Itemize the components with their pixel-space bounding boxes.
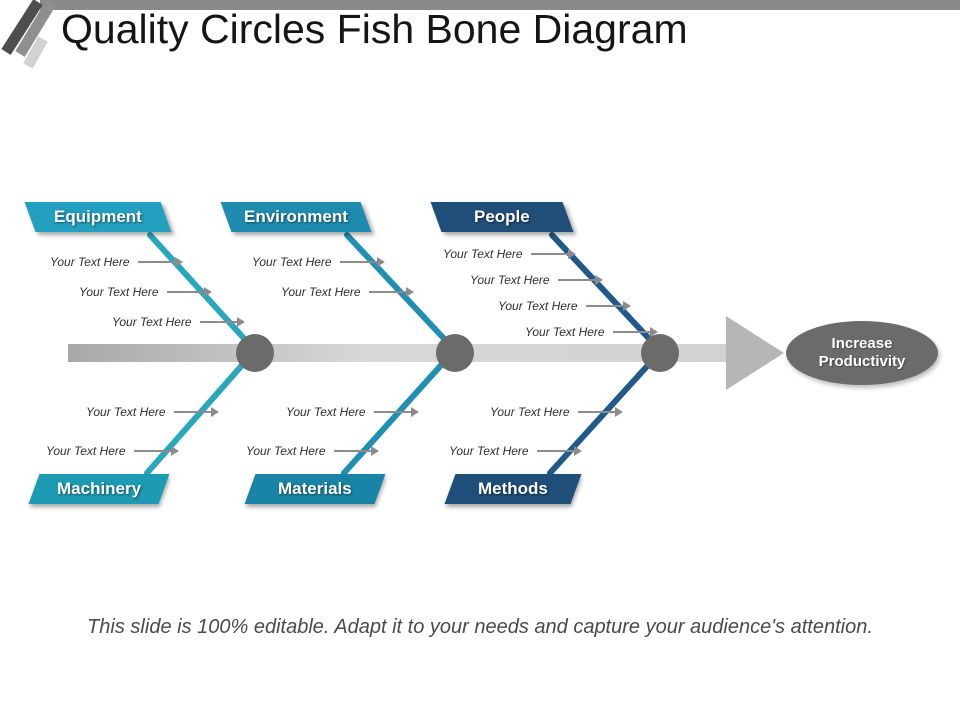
pointer-arrow-icon [339, 257, 385, 267]
placeholder-text: Your Text Here [490, 405, 570, 419]
category-label-text: Equipment [54, 207, 142, 226]
placeholder-text: Your Text Here [498, 299, 578, 313]
text-placeholder: Your Text Here [286, 404, 419, 420]
category-label-text: Environment [244, 207, 348, 226]
category-label-text: People [474, 207, 530, 226]
branch-line-environment [344, 232, 453, 348]
branch-line-equipment [147, 232, 253, 348]
category-label-materials: Materials [244, 474, 386, 504]
placeholder-text: Your Text Here [470, 273, 550, 287]
footer-note: This slide is 100% editable. Adapt it to… [87, 616, 873, 638]
pointer-arrow-icon [612, 327, 658, 337]
pointer-arrow-icon [536, 446, 582, 456]
placeholder-text: Your Text Here [449, 444, 529, 458]
effect-label-line2: Productivity [818, 353, 906, 370]
pointer-arrow-icon [557, 275, 603, 285]
text-placeholder: Your Text Here [449, 443, 582, 459]
junction-node [236, 334, 274, 372]
category-label-people: People [430, 202, 574, 232]
page-title: Quality Circles Fish Bone Diagram [61, 6, 688, 52]
pointer-arrow-icon [373, 407, 419, 417]
pointer-arrow-icon [137, 257, 183, 267]
category-label-machinery: Machinery [28, 474, 170, 504]
placeholder-text: Your Text Here [443, 247, 523, 261]
placeholder-text: Your Text Here [246, 444, 326, 458]
placeholder-text: Your Text Here [281, 285, 361, 299]
text-placeholder: Your Text Here [490, 404, 623, 420]
text-placeholder: Your Text Here [86, 404, 219, 420]
placeholder-text: Your Text Here [50, 255, 130, 269]
pointer-arrow-icon [173, 407, 219, 417]
text-placeholder: Your Text Here [50, 254, 183, 270]
text-placeholder: Your Text Here [46, 443, 179, 459]
spine-arrowhead-icon [726, 316, 784, 390]
effect-label-line1: Increase [831, 334, 893, 352]
branch-line-methods [547, 360, 653, 476]
text-placeholder: Your Text Here [112, 314, 245, 330]
text-placeholder: Your Text Here [79, 284, 212, 300]
text-placeholder: Your Text Here [498, 298, 631, 314]
category-label-equipment: Equipment [24, 202, 172, 232]
pointer-arrow-icon [199, 317, 245, 327]
top-accent-bar [40, 0, 960, 10]
pointer-arrow-icon [585, 301, 631, 311]
pointer-arrow-icon [368, 287, 414, 297]
corner-slash-decoration-icon [1, 0, 56, 69]
text-placeholder: Your Text Here [281, 284, 414, 300]
pointer-arrow-icon [333, 446, 379, 456]
category-label-text: Machinery [56, 479, 142, 498]
category-label-environment: Environment [220, 202, 372, 232]
pointer-arrow-icon [166, 287, 212, 297]
placeholder-text: Your Text Here [79, 285, 159, 299]
placeholder-text: Your Text Here [46, 444, 126, 458]
spine-line [68, 344, 728, 362]
branch-line-machinery [144, 360, 247, 476]
category-label-methods: Methods [444, 474, 582, 504]
junction-node [641, 334, 679, 372]
placeholder-text: Your Text Here [112, 315, 192, 329]
placeholder-text: Your Text Here [525, 325, 605, 339]
placeholder-text: Your Text Here [86, 405, 166, 419]
pointer-arrow-icon [133, 446, 179, 456]
category-label-text: Methods [478, 479, 548, 498]
placeholder-text: Your Text Here [286, 405, 366, 419]
text-placeholder: Your Text Here [246, 443, 379, 459]
placeholder-text: Your Text Here [252, 255, 332, 269]
pointer-arrow-icon [530, 249, 576, 259]
text-placeholder: Your Text Here [525, 324, 658, 340]
text-placeholder: Your Text Here [443, 246, 576, 262]
pointer-arrow-icon [577, 407, 623, 417]
branch-line-materials [341, 360, 446, 476]
junction-node [436, 334, 474, 372]
category-label-text: Materials [278, 479, 352, 498]
text-placeholder: Your Text Here [470, 272, 603, 288]
text-placeholder: Your Text Here [252, 254, 385, 270]
effect-ellipse: Increase Productivity [786, 321, 938, 385]
